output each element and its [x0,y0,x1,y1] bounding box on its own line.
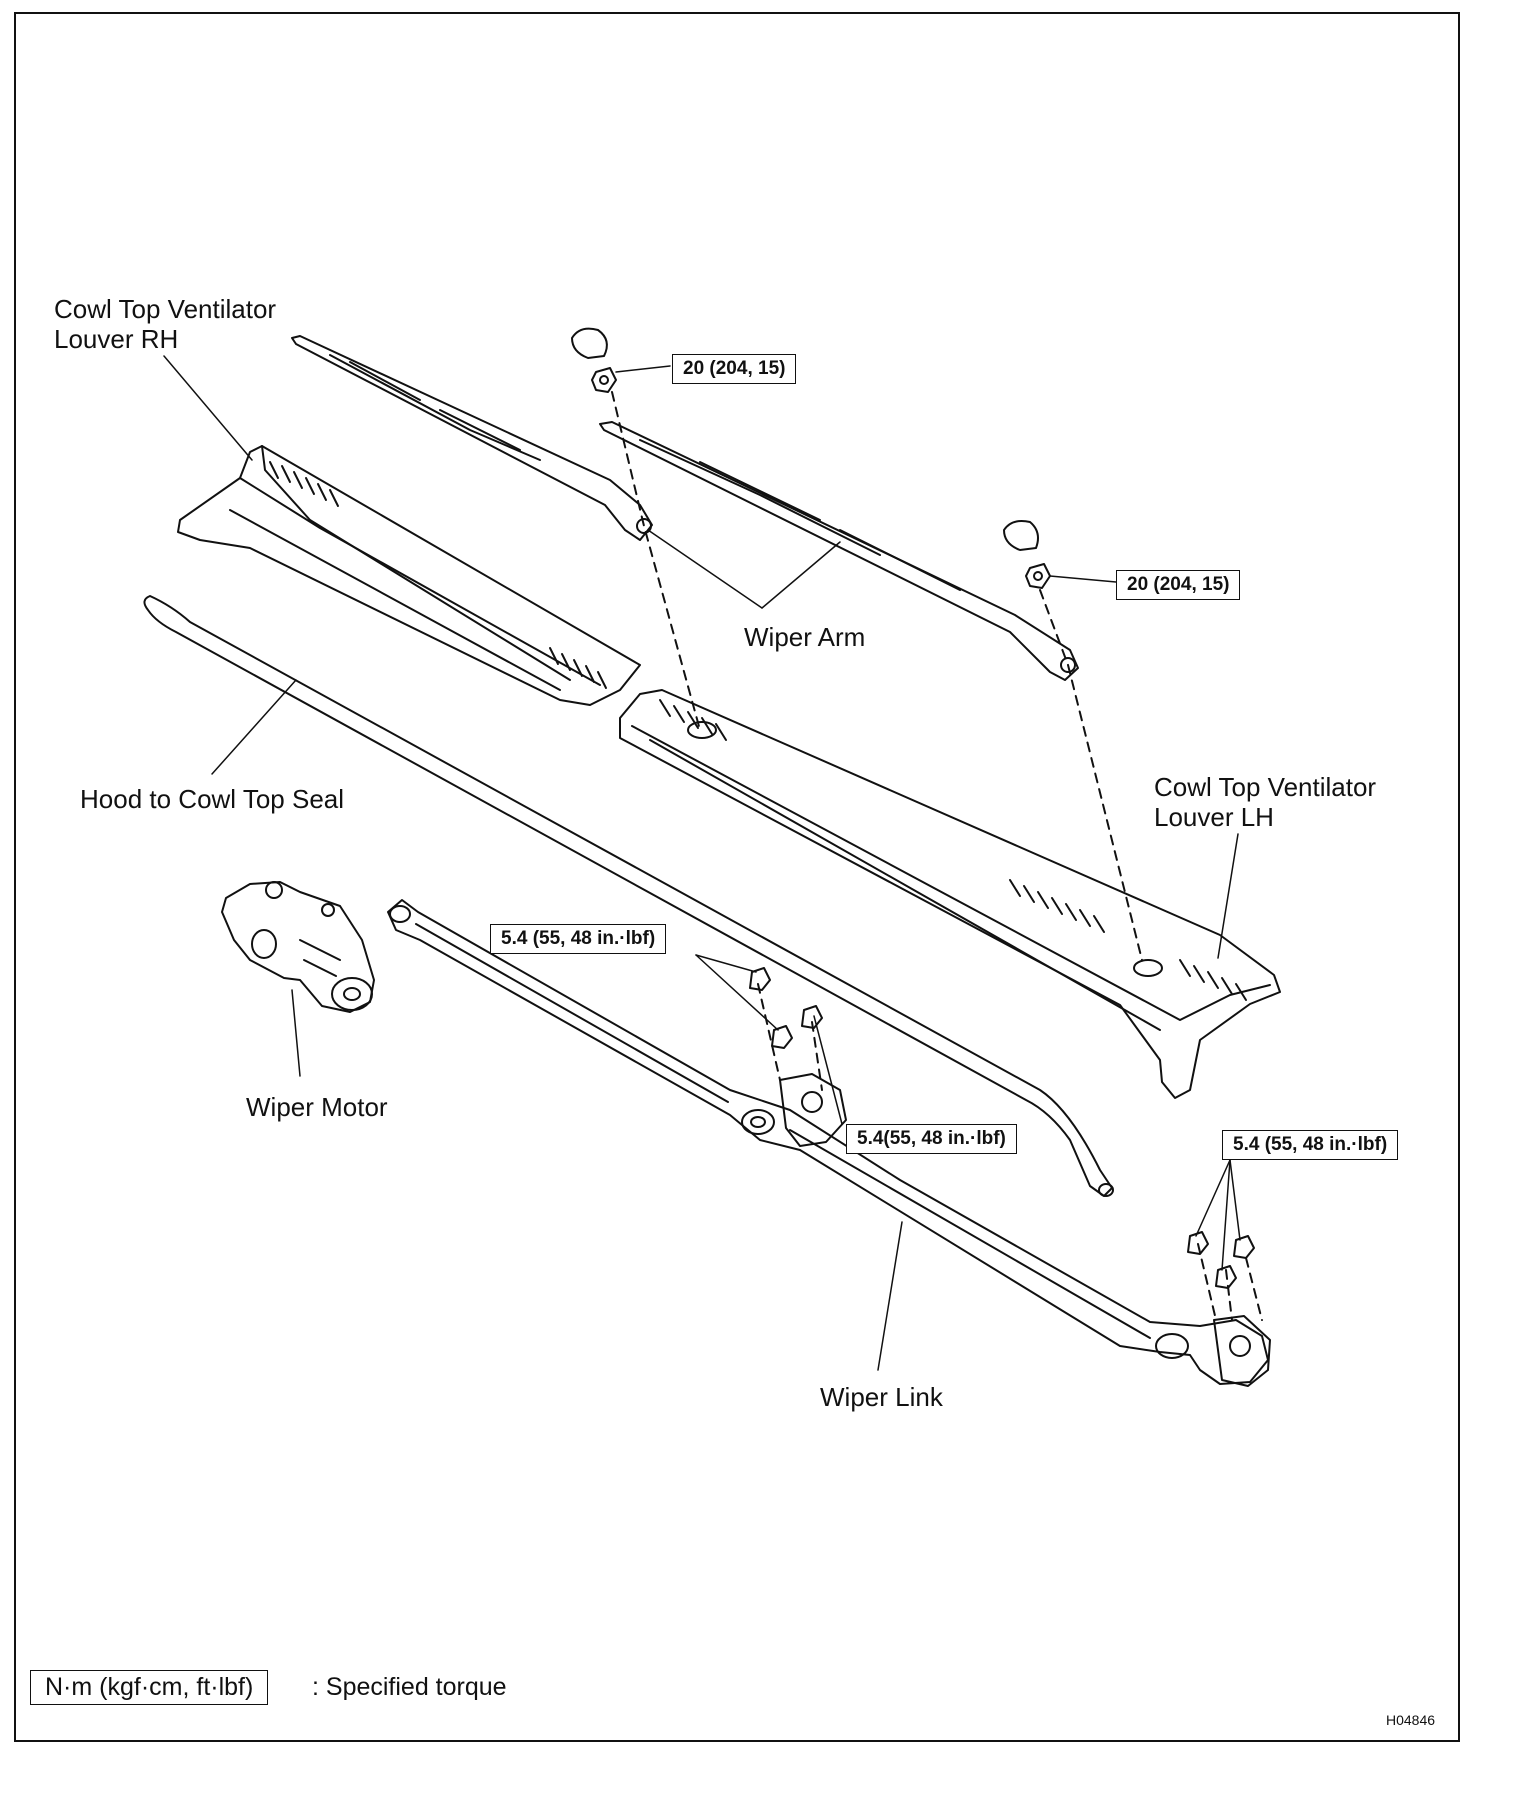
torque-callout-link-bolt-1: 5.4 (55, 48 in.·lbf) [490,924,667,954]
diagram-frame [14,12,1460,1742]
alignment-lines [611,391,1263,1321]
torque-callout-arm-nut-left: 20 (204, 15) [672,354,797,384]
torque-callout-arm-nut-right: 20 (204, 15) [1116,570,1241,600]
cowl-louver-lh [619,689,1281,1099]
label-cowl-louver-rh: Cowl Top Ventilator Louver RH [54,294,277,354]
arm-cap-left [571,327,608,359]
arm-nut-left [591,367,617,393]
legend-description: : Specified torque [312,1673,507,1701]
label-hood-to-cowl-seal: Hood to Cowl Top Seal [80,784,345,814]
torque-callout-link-bolt-3: 5.4 (55, 48 in.·lbf) [1222,1130,1399,1160]
wiper-arm-left [291,335,653,541]
label-cowl-louver-lh: Cowl Top Ventilator Louver LH [1154,772,1377,832]
leader-lines [163,355,1241,1371]
legend-unit-box: N·m (kgf·cm, ft·lbf) [30,1670,269,1705]
torque-callout-link-bolt-2: 5.4(55, 48 in.·lbf) [846,1124,1017,1154]
hood-to-cowl-seal [143,595,1114,1197]
label-wiper-arm: Wiper Arm [744,622,866,652]
wiper-arm-right [599,421,1079,681]
arm-nut-right [1025,563,1051,589]
label-wiper-motor: Wiper Motor [246,1092,388,1122]
arm-cap-right [1003,520,1039,551]
figure-id: H04846 [1386,1712,1436,1728]
link-bolts [749,967,1255,1289]
cowl-louver-rh [177,445,641,706]
wiper-motor [221,881,375,1013]
wiper-link [387,899,1271,1387]
label-wiper-link: Wiper Link [820,1382,943,1412]
